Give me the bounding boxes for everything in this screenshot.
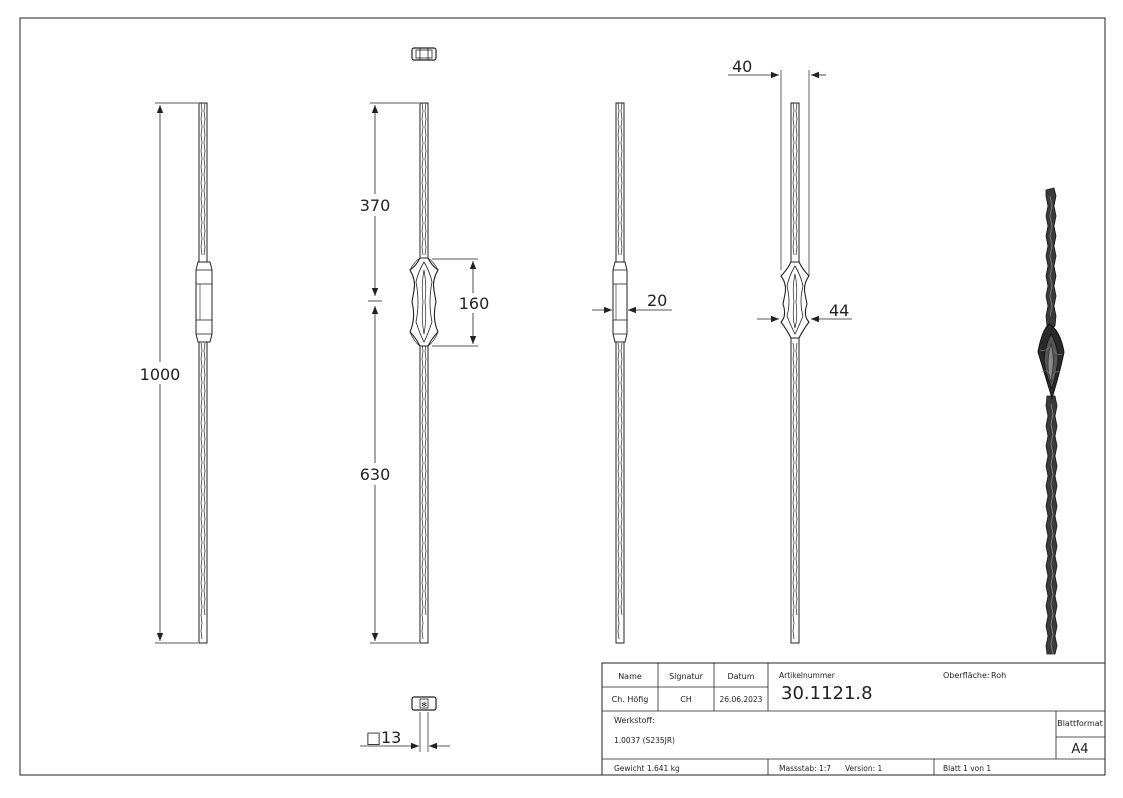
author-name: Ch. Höfig	[612, 695, 649, 704]
dim-section-symbol: □	[366, 728, 381, 747]
dim-bar-width: 20	[647, 291, 667, 310]
dim-lower-length: 630	[360, 465, 391, 484]
front-view-2: 370 630 160	[354, 102, 492, 644]
author-signature: CH	[680, 695, 692, 704]
dim-total-length: 1000	[140, 365, 181, 384]
dim-top-width: 40	[732, 57, 752, 76]
dim-ornament-width: 44	[829, 301, 849, 320]
dim-upper-length: 370	[360, 196, 391, 215]
twist-line-left	[200, 102, 203, 640]
signature-label: Signatur	[669, 672, 704, 681]
name-label: Name	[618, 672, 642, 681]
title-block: Name Signatur Datum Ch. Höfig CH 26.06.2…	[601, 662, 1106, 776]
twist-line-right	[203, 102, 206, 616]
dim-ornament-height: 160	[459, 294, 490, 313]
sheet-border	[19, 17, 1106, 776]
section-view: ✻ □ 13	[360, 696, 450, 752]
format-value: A4	[1071, 742, 1088, 757]
article-label: Artikelnummer	[779, 671, 836, 680]
date-label: Datum	[727, 672, 754, 681]
front-view-4: 40 44	[728, 57, 852, 644]
top-end-view	[411, 47, 437, 61]
bar-outline	[198, 102, 208, 644]
article-number: 30.1121.8	[781, 683, 873, 704]
dim-section-size: 13	[381, 728, 401, 747]
format-label: Blattformat	[1057, 719, 1103, 728]
svg-text:✻: ✻	[421, 701, 427, 709]
ornament-side	[195, 261, 213, 343]
material-label: Werkstoff:	[614, 716, 655, 725]
iso-rendering	[1037, 187, 1065, 655]
version: Version: 1	[845, 764, 882, 773]
front-view-1: 1000	[138, 102, 213, 644]
weight: Gewicht 1.641 kg	[614, 764, 680, 773]
surface-value: Roh	[991, 671, 1006, 680]
bar-outline	[419, 102, 429, 644]
drawing-date: 26.06.2023	[720, 695, 763, 704]
scale: Massstab: 1:7	[779, 764, 831, 773]
surface-label: Oberfläche:	[943, 671, 990, 680]
sheet-number: Blatt 1 von 1	[943, 764, 991, 773]
side-view-3: 20	[592, 102, 672, 644]
material-value: 1.0037 (S235JR)	[614, 736, 675, 745]
